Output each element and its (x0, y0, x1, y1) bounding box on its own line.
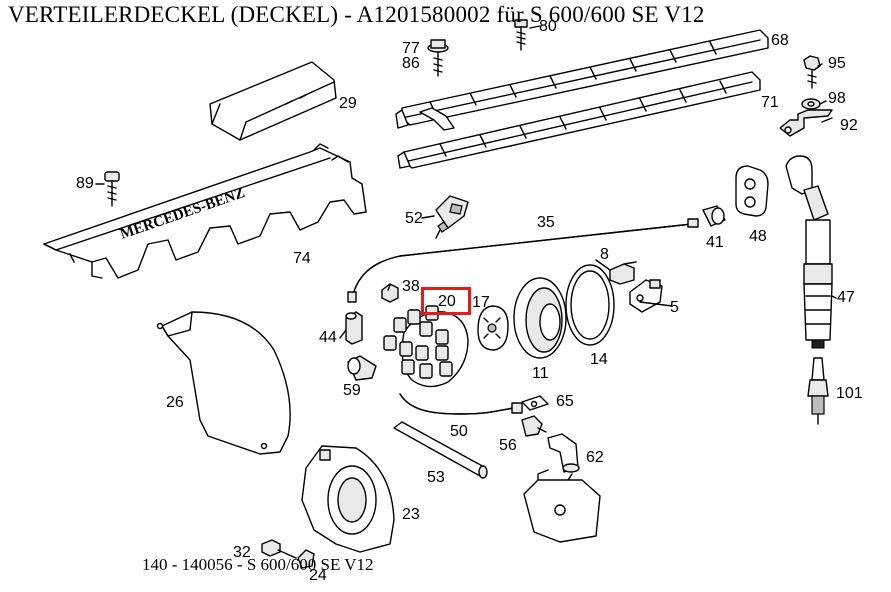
part-41-boot (702, 205, 726, 227)
part-14-gasket (565, 264, 615, 346)
part-label-86[interactable]: 86 (402, 55, 420, 72)
highlight-box-20 (421, 287, 471, 315)
part-8-bolt (609, 261, 637, 285)
part-label-14[interactable]: 14 (590, 351, 608, 368)
part-29-cover (209, 61, 337, 141)
part-68-rail (395, 29, 769, 131)
part-32-bolt (261, 539, 297, 559)
part-label-32[interactable]: 32 (233, 544, 251, 561)
part-label-89[interactable]: 89 (76, 175, 94, 192)
part-label-41[interactable]: 41 (706, 234, 724, 251)
part-95-bolt (803, 55, 821, 89)
part-53-rod (393, 421, 488, 479)
part-label-47[interactable]: 47 (837, 289, 855, 306)
part-65-gasket (521, 395, 549, 411)
part-module (523, 469, 601, 543)
part-44-terminal (345, 311, 363, 345)
part-89-bolt (104, 171, 120, 207)
part-50-hose (399, 393, 523, 415)
part-label-17[interactable]: 17 (472, 294, 490, 311)
part-label-95[interactable]: 95 (828, 55, 846, 72)
part-38-clip (381, 283, 399, 303)
part-24-clip (297, 549, 315, 569)
part-17-rotor (477, 305, 509, 351)
part-59-terminal (347, 355, 377, 381)
part-98-washer (801, 98, 821, 110)
part-label-29[interactable]: 29 (339, 95, 357, 112)
part-47-plug-connector (785, 155, 833, 349)
part-label-77[interactable]: 77 (402, 40, 420, 57)
part-label-98[interactable]: 98 (828, 90, 846, 107)
part-74-engine-cover: MERCEDES-BENZ (43, 143, 367, 279)
part-label-23[interactable]: 23 (402, 506, 420, 523)
part-label-24[interactable]: 24 (309, 567, 327, 584)
part-label-35[interactable]: 35 (537, 214, 555, 231)
part-label-52[interactable]: 52 (405, 210, 423, 227)
part-35-cable (347, 218, 699, 303)
part-label-68[interactable]: 68 (771, 32, 789, 49)
part-label-48[interactable]: 48 (749, 228, 767, 245)
part-26-shield (156, 311, 291, 455)
part-label-11[interactable]: 11 (532, 365, 549, 382)
part-label-80[interactable]: 80 (539, 18, 557, 35)
part-label-53[interactable]: 53 (427, 469, 445, 486)
diagram-footer: 140 - 140056 - S 600/600 SE V12 (142, 555, 374, 574)
part-77-86-bolt (427, 39, 449, 77)
part-92-bracket (779, 109, 833, 137)
part-23-housing (301, 445, 395, 553)
part-11-housing (513, 277, 567, 359)
part-label-44[interactable]: 44 (319, 329, 337, 346)
part-label-38[interactable]: 38 (402, 278, 420, 295)
part-label-5[interactable]: 5 (670, 299, 679, 316)
part-label-71[interactable]: 71 (761, 94, 779, 111)
part-label-59[interactable]: 59 (343, 382, 361, 399)
part-52-connector (435, 195, 469, 239)
leader-lines (95, 25, 837, 339)
part-label-56[interactable]: 56 (499, 437, 517, 454)
part-56-fitting (521, 415, 547, 437)
part-101-spark-plug (807, 357, 829, 425)
part-5-sensor (629, 279, 663, 313)
part-label-26[interactable]: 26 (166, 394, 184, 411)
part-71-rail (397, 71, 761, 169)
part-80-bolt (514, 19, 528, 51)
diagram-title: VERTEILERDECKEL (DECKEL) - A1201580002 f… (8, 2, 705, 27)
part-label-20[interactable]: 20 (438, 293, 456, 310)
part-label-101[interactable]: 101 (836, 385, 863, 402)
part-label-8[interactable]: 8 (600, 246, 609, 263)
part-label-92[interactable]: 92 (840, 117, 858, 134)
part-62-elbow (547, 433, 580, 473)
part-20-distributor-cap (383, 305, 469, 388)
part-48-holder (735, 165, 769, 217)
part-label-50[interactable]: 50 (450, 423, 468, 440)
part-label-62[interactable]: 62 (586, 449, 604, 466)
part-label-65[interactable]: 65 (556, 393, 574, 410)
part-label-74[interactable]: 74 (293, 250, 311, 267)
